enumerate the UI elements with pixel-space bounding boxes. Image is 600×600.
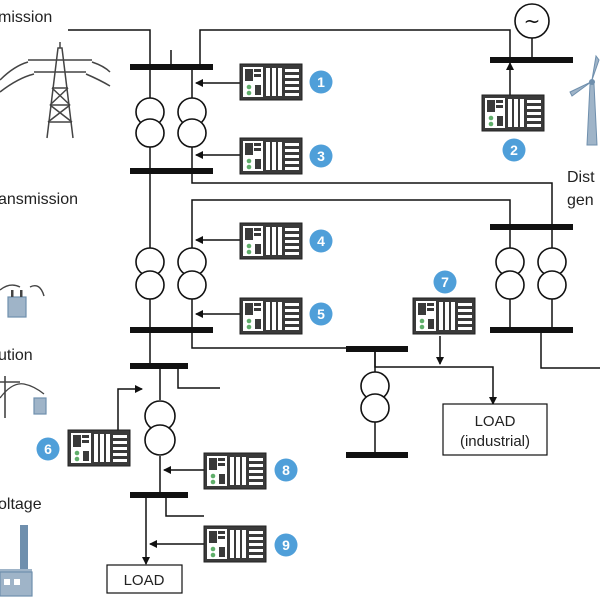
svg-text:3: 3	[317, 148, 325, 164]
bus-subtransmission-bottom	[130, 327, 213, 333]
svg-text:5: 5	[317, 306, 325, 322]
transmission-tower-icon	[0, 42, 111, 139]
relay-arrows	[117, 79, 444, 548]
bus-distribution	[130, 363, 188, 369]
relay-device-4[interactable]	[239, 222, 303, 260]
relay-badge-5: 5	[309, 302, 333, 326]
generator-icon: ~	[514, 3, 550, 58]
wind-turbine-icon	[569, 54, 600, 146]
relay-device-2[interactable]	[481, 94, 545, 132]
relay-device-9[interactable]	[203, 525, 267, 563]
transformer-2	[135, 247, 207, 300]
relay-device-8[interactable]	[203, 452, 267, 490]
factory-icon	[0, 525, 33, 597]
distribution-pole-icon	[0, 376, 47, 418]
load-residential-box: LOAD	[106, 564, 183, 594]
bus-dg-top	[490, 224, 573, 230]
relay-device-3[interactable]	[239, 137, 303, 175]
pole-transformer-icon	[0, 284, 45, 318]
load-industrial-sublabel: (industrial)	[460, 433, 530, 450]
relay-badge-9: 9	[274, 533, 298, 557]
transformer-dg	[495, 247, 567, 300]
label-low-voltage: oltage	[0, 496, 42, 513]
bus-transmission	[130, 64, 213, 70]
svg-text:9: 9	[282, 537, 290, 553]
label-distributed-gen-1: Dist	[567, 169, 595, 186]
relay-badge-7: 7	[433, 270, 457, 294]
relay-device-1[interactable]	[239, 63, 303, 101]
svg-text:4: 4	[317, 233, 325, 249]
load-residential-label: LOAD	[124, 572, 165, 589]
label-transmission: mission	[0, 9, 52, 26]
svg-text:7: 7	[441, 274, 449, 290]
transformer-industrial	[360, 371, 390, 423]
svg-text:1: 1	[317, 74, 325, 90]
label-subtransmission: ansmission	[0, 191, 78, 208]
relay-badge-6: 6	[36, 437, 60, 461]
label-distribution: ution	[0, 347, 33, 364]
relay-device-5[interactable]	[239, 297, 303, 335]
relay-device-7[interactable]	[412, 297, 476, 335]
bus-subtransmission-top	[130, 168, 213, 174]
relay-device-6[interactable]	[67, 429, 131, 467]
relay-badge-2: 2	[502, 138, 526, 162]
transformer-1	[135, 97, 207, 148]
relay-badge-1: 1	[309, 70, 333, 94]
transformer-distribution	[144, 400, 176, 456]
svg-text:2: 2	[510, 142, 518, 158]
relay-badge-3: 3	[309, 144, 333, 168]
bus-generator	[490, 57, 573, 63]
relay-badge-8: 8	[274, 458, 298, 482]
bus-dg-bottom	[490, 327, 573, 333]
svg-text:6: 6	[44, 441, 52, 457]
svg-text:8: 8	[282, 462, 290, 478]
load-industrial-label: LOAD	[475, 413, 516, 430]
bus-low-voltage	[130, 492, 188, 498]
bus-industrial-top	[346, 346, 408, 352]
svg-text:~: ~	[524, 9, 541, 33]
bus-industrial-bottom	[346, 452, 408, 458]
relay-badge-4: 4	[309, 229, 333, 253]
load-industrial-box: LOAD (industrial)	[442, 403, 548, 456]
label-distributed-gen-2: gen	[567, 192, 594, 209]
